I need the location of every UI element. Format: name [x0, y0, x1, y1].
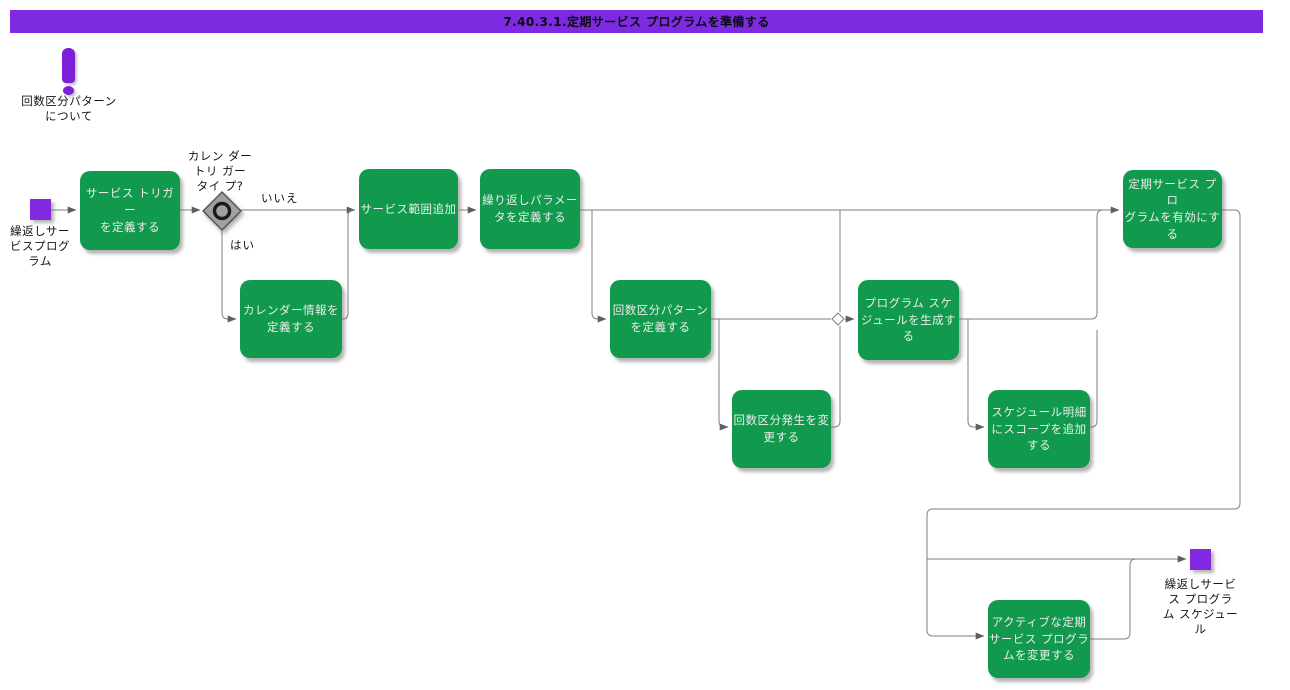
task-generate-program-schedule[interactable]: プログラム スケ ジュールを生成す る	[858, 280, 959, 360]
process-title: 7.40.3.1.定期サービス プログラムを準備する	[10, 10, 1263, 33]
task-define-service-trigger[interactable]: サービス トリガー を定義する	[80, 171, 180, 250]
task-add-service-scope[interactable]: サービス範囲追加	[359, 169, 458, 249]
merge-junction-icon	[831, 312, 845, 326]
task-define-occurrence-pattern[interactable]: 回数区分パターン を定義する	[610, 280, 711, 358]
task-activate-periodic-service-program[interactable]: 定期サービス プロ グラムを有効にす る	[1123, 170, 1222, 248]
exclamation-icon[interactable]	[62, 48, 75, 83]
start-node-label: 繰返しサー ビスプログ ラム	[10, 224, 70, 268]
edge-label-yes: はい	[230, 238, 255, 252]
task-add-scope-to-schedule-lines[interactable]: スケジュール明細 にスコープを追加 する	[988, 390, 1090, 468]
decision-label: カレン ダー トリ ガー タイ プ?	[187, 149, 253, 193]
task-change-occurrence[interactable]: 回数区分発生を変 更する	[732, 390, 831, 468]
decision-calendar-trigger-type	[202, 191, 242, 231]
task-define-calendar-info[interactable]: カレンダー情報を 定義する	[240, 280, 342, 358]
end-node[interactable]	[1190, 549, 1211, 570]
task-define-repeat-parameters[interactable]: 繰り返しパラメー タを定義する	[480, 169, 580, 249]
exclamation-icon-dot[interactable]	[63, 86, 74, 95]
start-node[interactable]	[30, 199, 51, 220]
task-change-active-program[interactable]: アクティブな定期 サービス プログラ ムを変更する	[988, 600, 1090, 678]
note-label: 回数区分パターン について	[21, 94, 117, 123]
end-node-label: 繰返しサービ ス プログラ ム スケジュー ル	[1162, 577, 1239, 636]
edge-label-no: いいえ	[261, 191, 299, 205]
